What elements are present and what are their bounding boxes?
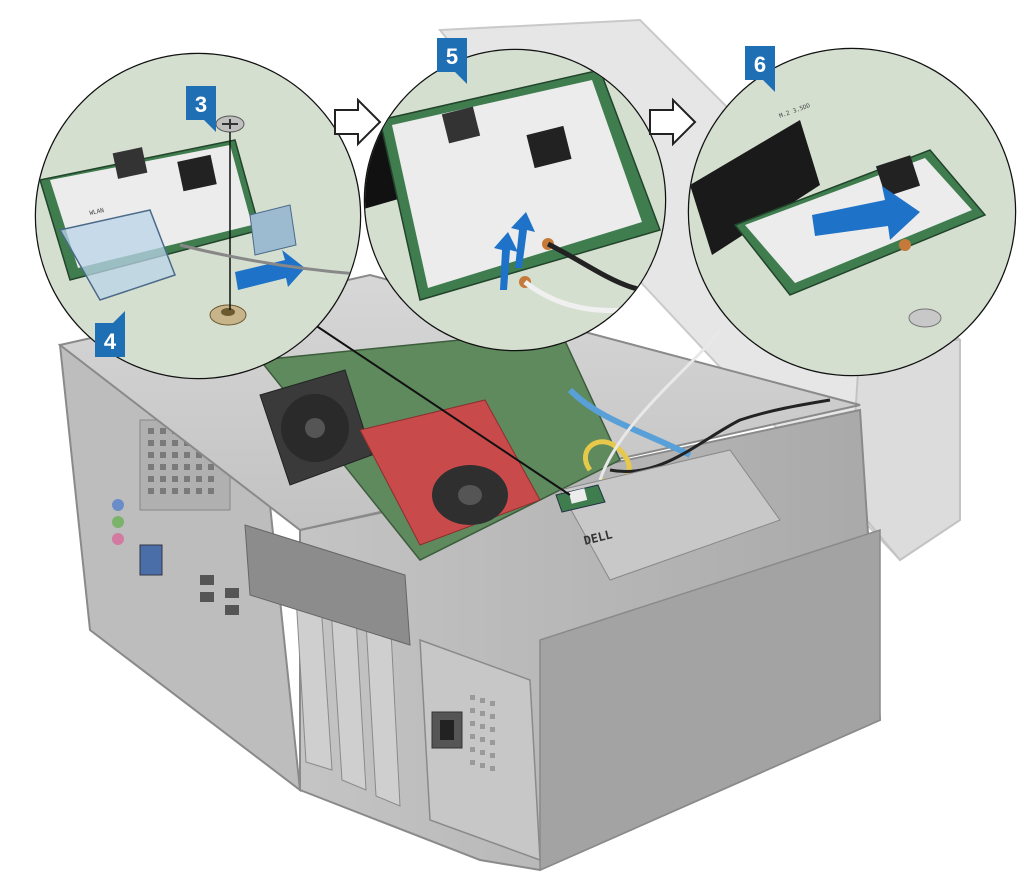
disconnect-arrows [494, 212, 535, 290]
qr-code [875, 155, 921, 197]
svg-text:6: 6 [754, 52, 766, 77]
cpu-fan [259, 369, 373, 486]
wireless-card-installed [555, 484, 606, 513]
card-label: WLAN [89, 207, 105, 217]
qr-code [177, 154, 217, 192]
psu-vents [470, 695, 495, 771]
chassis-handle [244, 524, 411, 646]
pull-bracket-arrow [235, 250, 305, 290]
step-badge-3: 3 [186, 86, 216, 132]
rear-io-ports [112, 499, 239, 615]
wireless-card-bracket [58, 209, 176, 301]
callout-leader-line [299, 314, 571, 496]
step-badge-5: 5 [437, 38, 467, 84]
graphics-card [359, 399, 541, 546]
antenna-cable-black [609, 398, 831, 473]
svg-text:4: 4 [104, 329, 117, 354]
antenna-cable-white [598, 329, 722, 481]
qr-code [526, 125, 572, 169]
callout-slide-card: M.2 3.5DD [687, 47, 1017, 377]
svg-text:3: 3 [195, 92, 207, 117]
computer-chassis: DELL [57, 18, 961, 872]
expansion-slot-covers [294, 579, 401, 807]
sata-cable [567, 387, 692, 458]
step-badge-6: 6 [745, 46, 775, 92]
m2-slot [690, 120, 820, 255]
slide-out-arrow [812, 186, 920, 240]
psu-logo: DELL [582, 527, 613, 548]
power-supply [559, 449, 781, 581]
flow-arrow-2 [649, 97, 697, 147]
step-badge-4: 4 [95, 311, 125, 357]
flow-arrow-1 [334, 97, 382, 147]
svg-text:5: 5 [446, 44, 458, 69]
callout-antenna-cables [363, 48, 667, 352]
screw [215, 115, 245, 310]
